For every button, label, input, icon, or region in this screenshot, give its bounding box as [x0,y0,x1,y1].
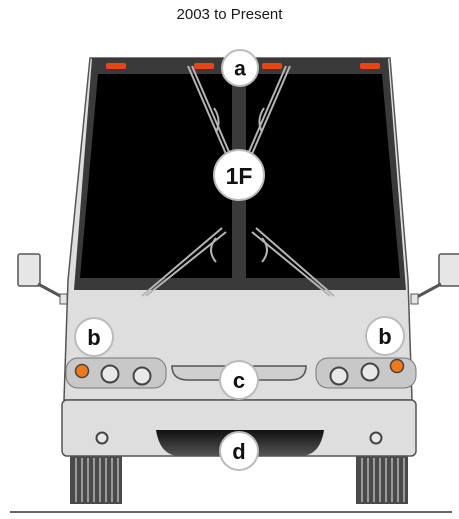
right-fog-light [369,431,383,445]
callout-b-left: b [74,317,114,357]
svg-text:b: b [378,324,391,349]
svg-text:a: a [234,58,246,81]
windshield-right-glass [246,74,400,278]
svg-text:1F: 1F [226,163,253,189]
windshield-left-glass [80,74,232,278]
roof-marker-lights [106,63,380,69]
callout-b-right: b [365,316,405,356]
svg-text:d: d [232,439,245,464]
callout-d: d [219,431,259,471]
svg-text:b: b [87,325,100,350]
svg-text:c: c [233,368,245,393]
callout-1f: 1F [213,149,265,201]
left-fog-light [95,431,109,445]
right-mirror [410,253,459,305]
callout-a: a [221,49,259,87]
callout-c: c [219,360,259,400]
left-mirror [17,253,68,305]
left-headlight-cluster [65,357,167,389]
windshield-wipers [141,65,335,297]
left-tire [70,456,122,504]
diagram-title: 2003 to Present [176,6,283,23]
right-headlight-cluster [315,357,417,389]
right-tire [356,456,408,504]
